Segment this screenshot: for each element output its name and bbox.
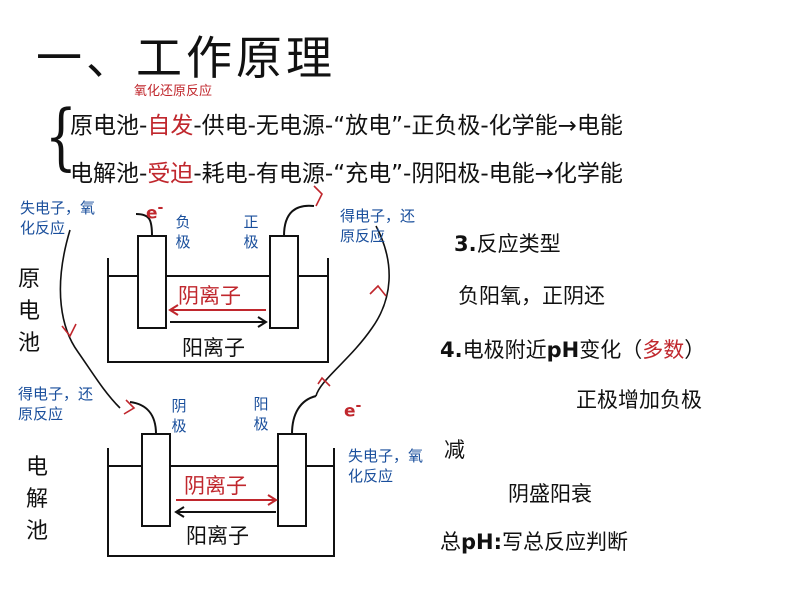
electrolytic-anion-label: 阴离子 xyxy=(184,474,247,498)
arrowhead-right-bottom xyxy=(317,376,331,387)
galvanic-beaker xyxy=(107,258,329,363)
electrolytic-rest: -耗电-有电源-“充电”-阴阳极-电能→化学能 xyxy=(193,161,623,187)
electrolytic-beaker xyxy=(107,448,335,557)
left-brace: { xyxy=(44,94,77,178)
galvanic-keyword: 自发 xyxy=(147,113,194,139)
electrolytic-cation-label: 阳离子 xyxy=(186,524,249,548)
galvanic-anion-label: 阴离子 xyxy=(178,284,241,308)
galvanic-prefix: 原电池- xyxy=(70,113,148,139)
galvanic-cation-label: 阳离子 xyxy=(182,336,245,360)
electrolytic-electron-label: e- xyxy=(344,398,362,422)
electrolytic-right-note: 失电子，氧化反应 xyxy=(348,447,424,485)
electrolytic-cell xyxy=(107,395,335,557)
electrolytic-left-note: 得电子，还原反应 xyxy=(18,385,94,423)
electrolytic-side-label: 电解池 xyxy=(25,455,48,544)
galvanic-summary-line: 原电池-自发-供电-无电源-“放电”-正负极-化学能→电能 xyxy=(70,106,623,140)
galvanic-anode xyxy=(137,235,167,329)
reaction-type-mnemonic: 负阳氧，正阴还 xyxy=(458,284,605,308)
ph-change-line1: 正极增加负极 xyxy=(576,388,702,412)
galvanic-wire-right xyxy=(283,204,315,237)
electrolytic-cathode xyxy=(141,433,171,527)
arrowhead-top-right xyxy=(313,185,323,207)
galvanic-right-note: 得电子，还原反应 xyxy=(340,207,416,245)
arrowhead-left-mid xyxy=(61,323,77,338)
overall-ph-note: 总pH:写总反应判断 xyxy=(440,530,629,554)
arrowhead-right-mid xyxy=(369,284,387,297)
ph-change-heading: 4.电极附近pH变化（多数） xyxy=(440,338,706,362)
galvanic-left-note: 失电子，氧化反应 xyxy=(20,199,96,237)
page-title: 一、工作原理 xyxy=(36,31,336,85)
galvanic-positive-electrode-label: 正极 xyxy=(243,213,259,251)
electrolytic-anode xyxy=(277,433,307,527)
hand-wire-right xyxy=(315,225,390,397)
arrowhead-left-bottom xyxy=(123,399,136,415)
galvanic-cell xyxy=(107,204,329,363)
galvanic-rest: -供电-无电源-“放电”-正负极-化学能→电能 xyxy=(193,113,623,139)
galvanic-electron-label: e- xyxy=(146,200,164,224)
electrolytic-anode-label: 阳极 xyxy=(253,395,269,433)
reaction-type-heading: 3.反应类型 xyxy=(454,232,561,256)
annotation-redox: 氧化还原反应 xyxy=(134,84,213,99)
electrolytic-wire-left xyxy=(129,401,157,435)
ph-change-line2: 减 xyxy=(444,438,465,462)
galvanic-cathode xyxy=(269,235,299,329)
electrolytic-summary-line: 电解池-受迫-耗电-有电源-“充电”-阴阳极-电能→化学能 xyxy=(70,154,623,188)
hand-drawn-wires xyxy=(59,225,390,409)
galvanic-negative-electrode-label: 负极 xyxy=(175,213,191,251)
hand-drawn-arrowheads xyxy=(61,185,387,415)
electrolytic-wire-right xyxy=(291,395,317,435)
hand-wire-left xyxy=(59,229,121,409)
galvanic-side-label: 原电池 xyxy=(17,267,40,356)
galvanic-wire-left xyxy=(135,213,153,237)
electrolytic-keyword: 受迫 xyxy=(147,161,194,187)
electrolytic-cathode-label: 阴极 xyxy=(171,397,187,435)
ph-change-mnemonic: 阴盛阳衰 xyxy=(508,482,592,506)
electrolytic-prefix: 电解池- xyxy=(70,161,148,187)
